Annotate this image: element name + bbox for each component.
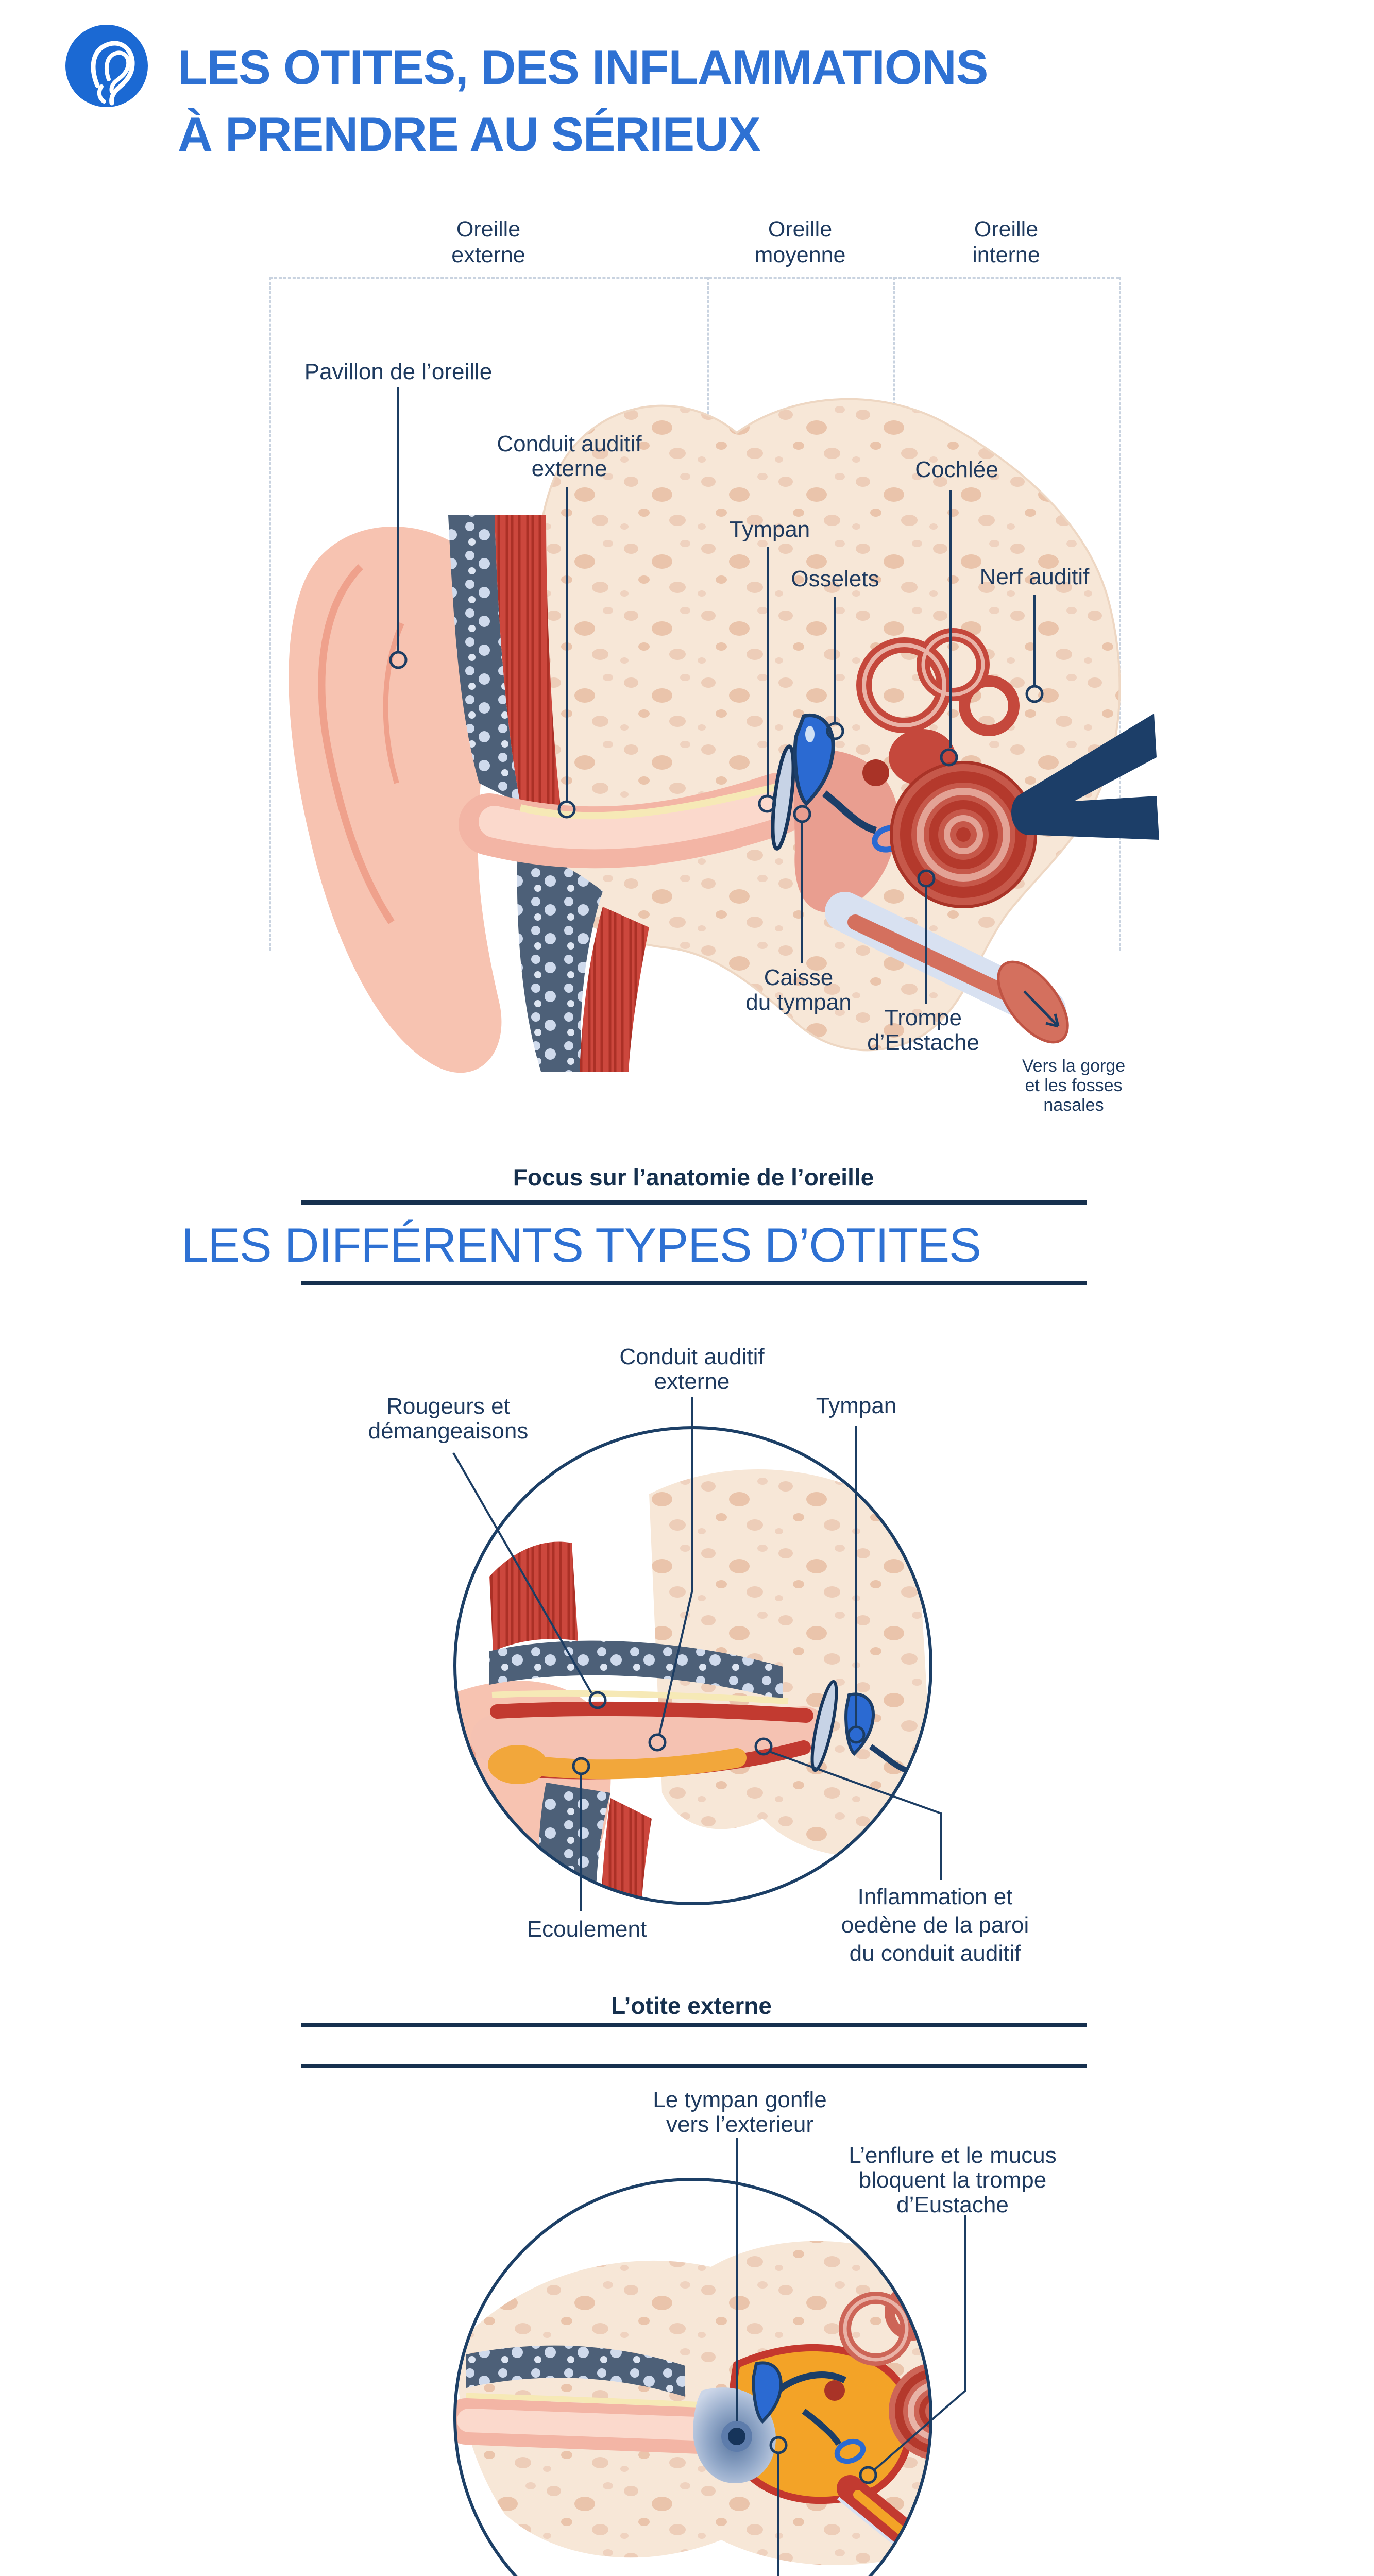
label-osselets: Osselets <box>791 566 879 591</box>
externe-leader-lines <box>452 1397 942 1911</box>
section-title-types: LES DIFFÉRENTS TYPES D’OTITES <box>181 1218 981 1272</box>
anatomy-illustration <box>289 387 1159 1073</box>
otite-moyenne-illustration <box>453 2138 966 2576</box>
divider <box>301 2064 1087 2068</box>
caption-anatomy: Focus sur l’anatomie de l’oreille <box>513 1164 874 1191</box>
label-ext-ecoulement: Ecoulement <box>527 1917 647 1942</box>
divider <box>301 1281 1087 1285</box>
column-oreille-externe: Oreille externe <box>451 217 525 267</box>
label-pavillon: Pavillon de l’oreille <box>304 359 493 384</box>
label-moy-enflure: L’enflure et le mucus bloquent la trompe… <box>849 2143 1057 2217</box>
page-title-line1: LES OTITES, DES INFLAMMATIONS <box>178 40 988 94</box>
label-ext-inflammation: Inflammation et oedène de la paroi du co… <box>841 1884 1029 1966</box>
ear-icon <box>65 25 148 107</box>
label-ext-rougeurs: Rougeurs et démangeaisons <box>368 1394 529 1444</box>
anatomy-leader-lines <box>389 387 1060 1028</box>
column-oreille-interne: Oreille interne <box>972 217 1040 267</box>
label-nerf-auditif: Nerf auditif <box>979 564 1090 589</box>
label-caisse-tympan: Caisse du tympan <box>745 965 852 1015</box>
otite-externe-illustration <box>452 1397 942 1911</box>
label-ext-tympan: Tympan <box>816 1393 897 1418</box>
guide-line-left <box>269 277 271 951</box>
divider <box>301 1200 1087 1205</box>
label-vers-la-gorge: Vers la gorge et les fosses nasales <box>1022 1056 1126 1115</box>
guide-line-top <box>269 277 1119 279</box>
page-title-line2: À PRENDRE AU SÉRIEUX <box>178 107 761 161</box>
label-trompe-eustache: Trompe d’Eustache <box>867 1005 979 1055</box>
label-ext-conduit: Conduit auditif externe <box>619 1344 765 1394</box>
guide-line-right <box>1119 277 1121 951</box>
divider <box>301 2023 1087 2027</box>
label-moy-tympan-gonfle: Le tympan gonfle vers l’exterieur <box>653 2087 827 2137</box>
label-conduit-auditif: Conduit auditif externe <box>497 431 642 481</box>
column-oreille-moyenne: Oreille moyenne <box>754 217 846 267</box>
moyenne-leader-lines <box>721 2138 966 2576</box>
label-cochlee: Cochlée <box>915 457 998 482</box>
page-title: LES OTITES, DES INFLAMMATIONS À PRENDRE … <box>178 34 988 168</box>
label-tympan: Tympan <box>729 517 810 542</box>
caption-otite-externe: L’otite externe <box>611 1992 772 2019</box>
gorge-arrow <box>1023 990 1060 1028</box>
